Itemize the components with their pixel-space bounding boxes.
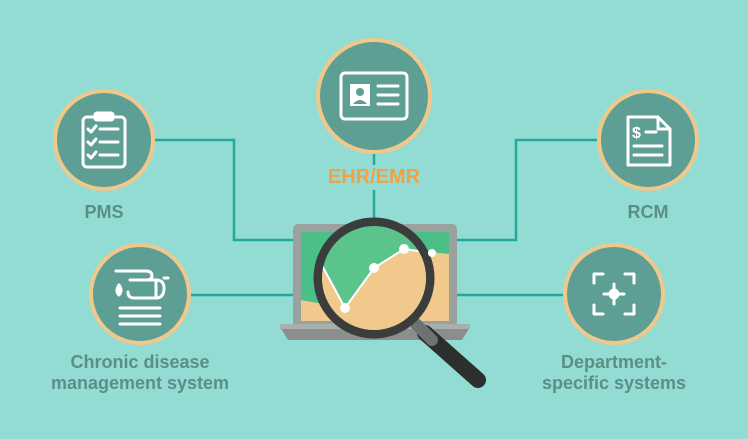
- id-card-icon: [339, 71, 409, 121]
- rcm-node: $: [597, 89, 699, 191]
- chronic-node: [89, 243, 191, 345]
- ehr-label: EHR/EMR: [327, 166, 421, 188]
- department-label-line1: Department-: [560, 352, 667, 372]
- pms-label: PMS: [84, 202, 124, 222]
- invoice-dollar-icon: $: [626, 115, 672, 167]
- pms-node: [53, 89, 155, 191]
- ehr-node: [316, 38, 432, 154]
- connectors: [152, 138, 598, 297]
- rcm-label: RCM: [627, 202, 669, 222]
- clipboard-checklist-icon: [81, 111, 127, 169]
- department-node: [563, 243, 665, 345]
- svg-text:$: $: [632, 125, 641, 142]
- connector-pms: [152, 138, 296, 242]
- focus-target-icon: [592, 272, 636, 316]
- chronic-label-line2: management system: [50, 373, 230, 393]
- chronic-label-line1: Chronic disease: [70, 352, 210, 372]
- pointing-hand-icon: [114, 269, 170, 326]
- laptop-chart-magnifier-icon: [280, 217, 486, 388]
- connector-rcm: [455, 138, 598, 242]
- department-label-line2: specific systems: [541, 373, 687, 393]
